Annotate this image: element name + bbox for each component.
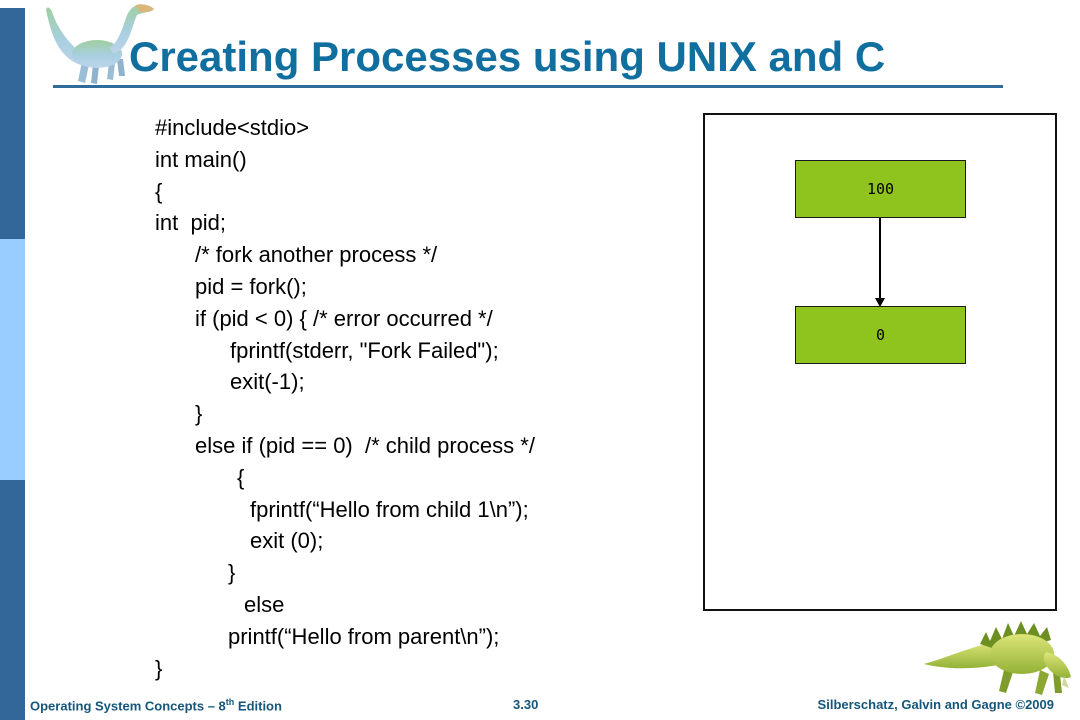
sidebar-band-bottom bbox=[0, 480, 25, 720]
code-line: int main() bbox=[155, 146, 247, 172]
child-process-label: 0 bbox=[875, 326, 886, 344]
code-line: else bbox=[244, 591, 285, 617]
code-line: exit (0); bbox=[250, 528, 324, 554]
child-process-box: 0 bbox=[795, 306, 966, 364]
footer-edition-superscript: th bbox=[225, 697, 235, 707]
footer-edition-text: Edition bbox=[234, 698, 282, 714]
sidebar-band-middle bbox=[0, 239, 25, 480]
code-line: int pid; bbox=[155, 210, 226, 236]
code-line: } bbox=[195, 401, 203, 427]
dinosaur-logo-icon bbox=[46, 4, 154, 84]
process-diagram: 100 0 bbox=[703, 113, 1057, 611]
footer-book-title: Operating System Concepts – 8th Edition bbox=[30, 697, 282, 713]
code-line: { bbox=[237, 464, 245, 490]
code-line: { bbox=[155, 178, 163, 204]
footer-book-title-text: Operating System Concepts – 8 bbox=[30, 698, 226, 714]
dinosaur-image-icon bbox=[924, 621, 1071, 695]
fork-arrow-head-icon bbox=[875, 298, 885, 307]
code-line: #include<stdio> bbox=[155, 115, 310, 140]
code-line: pid = fork(); bbox=[195, 273, 307, 299]
code-line: printf(“Hello from parent\n”); bbox=[228, 623, 500, 649]
code-line: } bbox=[155, 655, 163, 681]
code-listing: #include<stdio> int main() { int pid; /*… bbox=[155, 112, 535, 684]
slide-title: Creating Processes using UNIX and C bbox=[129, 33, 886, 80]
code-line: else if (pid == 0) /* child process */ bbox=[195, 432, 535, 458]
fork-arrow-line bbox=[879, 218, 881, 298]
slide-page-number: 3.30 bbox=[513, 697, 539, 712]
parent-process-box: 100 bbox=[795, 160, 966, 218]
code-line: fprintf(“Hello from child 1\n”); bbox=[250, 496, 529, 522]
code-line: /* fork another process */ bbox=[195, 242, 438, 268]
title-underline bbox=[53, 85, 1003, 88]
code-line: } bbox=[228, 560, 236, 586]
sidebar-band-top bbox=[0, 8, 25, 239]
parent-process-label: 100 bbox=[866, 180, 895, 198]
footer-authors: Silberschatz, Galvin and Gagne ©2009 bbox=[817, 697, 1054, 712]
code-line: fprintf(stderr, "Fork Failed"); bbox=[230, 337, 499, 363]
code-line: exit(-1); bbox=[230, 369, 305, 395]
code-line: if (pid < 0) { /* error occurred */ bbox=[195, 305, 493, 331]
